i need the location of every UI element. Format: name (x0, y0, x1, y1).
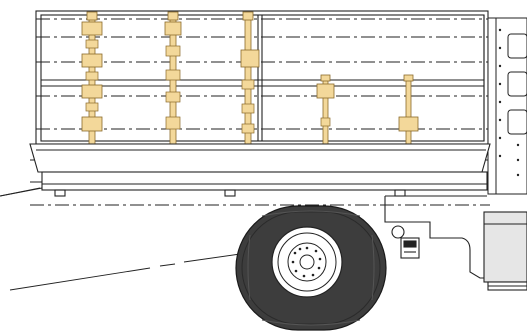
post-1-block-1 (81, 21, 103, 36)
chassis-rail (384, 196, 487, 279)
post-3 (240, 11, 260, 146)
bed-deck (29, 143, 491, 173)
wheel-icon (235, 205, 387, 331)
post-2 (164, 11, 182, 146)
fuel-tank-icon (400, 237, 420, 259)
post-1 (81, 11, 103, 146)
post-5-block (398, 116, 419, 132)
bed-platform (29, 143, 491, 197)
tire-tread (241, 211, 381, 325)
hub-icon (287, 242, 327, 282)
post-1-block-3 (81, 84, 103, 99)
post-1-block-4 (81, 116, 103, 132)
post-4-block (316, 83, 335, 99)
cab-panel-icon (507, 33, 527, 59)
bed-sill (41, 171, 488, 191)
cab-side (487, 17, 527, 195)
chassis (0, 187, 527, 291)
post-1-block-2 (81, 53, 103, 68)
leader-lines (0, 187, 241, 291)
post-3-block (240, 49, 260, 68)
post-5 (398, 74, 419, 145)
chassis-hole (391, 225, 405, 239)
